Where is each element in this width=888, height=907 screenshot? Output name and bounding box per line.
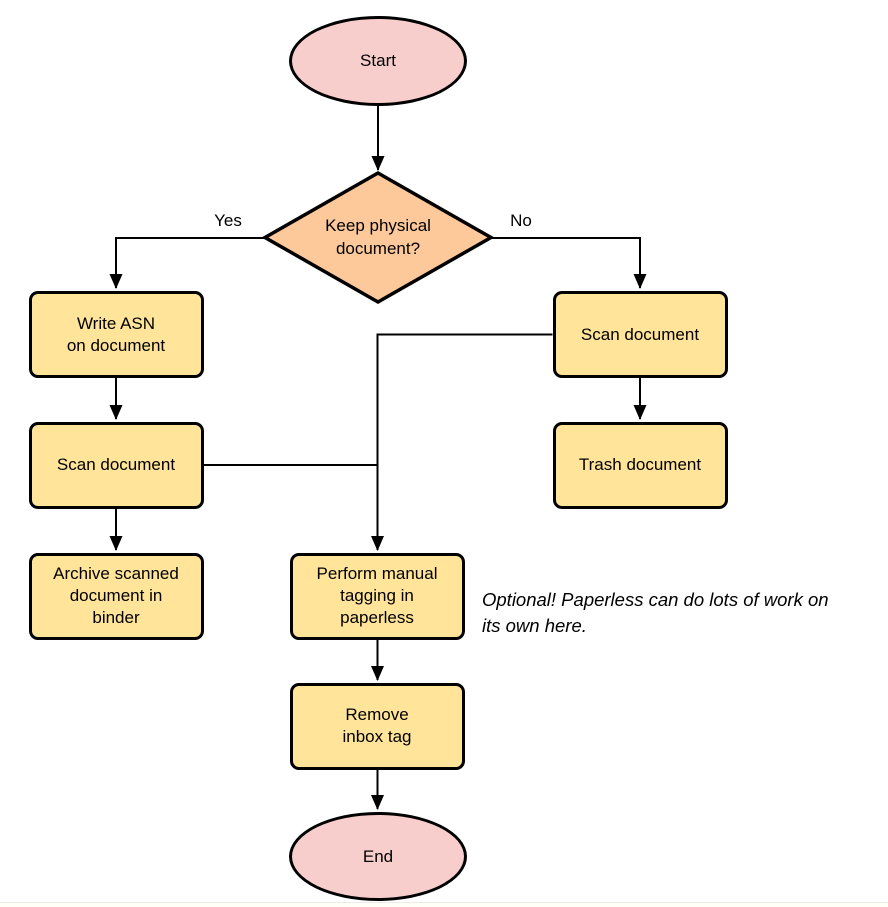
edge-scan-right-to-tagging — [371, 333, 553, 551]
node-archive-scanned-document-in-binder: Archive scanned document in binder — [28, 552, 204, 640]
bottom-separator-line — [0, 902, 888, 903]
node-scan-document-right: Scan document — [552, 291, 728, 378]
annotation-note: Optional! Paperless can do lots of work … — [482, 589, 829, 636]
edge-decision-yes-to-write-asn — [109, 237, 265, 289]
node-remove-inbox-tag: Remove inbox tag — [289, 682, 465, 770]
decision-diamond-shape — [261, 170, 495, 305]
bottom-strip — [0, 903, 888, 907]
edge-label-no: No — [491, 210, 551, 232]
node-decision-keep-physical-document: Keep physical document? — [325, 216, 431, 258]
node-perform-manual-tagging: Perform manual tagging in paperless — [289, 552, 465, 640]
node-write-asn-on-document: Write ASN on document — [28, 291, 204, 378]
edge-label-yes: Yes — [198, 210, 258, 232]
node-end: End — [289, 812, 467, 901]
node-trash-document: Trash document — [552, 421, 728, 509]
edge-decision-no-to-scan-right — [491, 237, 647, 289]
node-scan-document-left: Scan document — [28, 421, 204, 509]
node-start: Start — [289, 16, 467, 106]
